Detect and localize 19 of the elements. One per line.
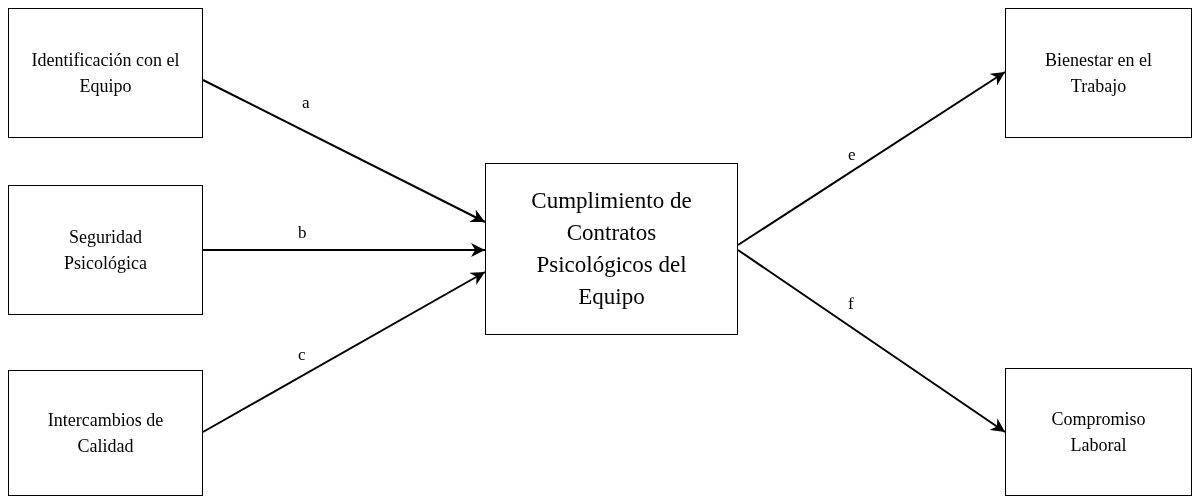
arrow — [202, 243, 486, 257]
node-text: Intercambios de Calidad — [46, 408, 165, 458]
process-box — [8, 185, 203, 315]
node-text: Cumplimiento de Contratos Psicológicos del Equipo — [530, 186, 693, 312]
process-box — [8, 370, 203, 496]
edge-label: b — [296, 224, 309, 241]
process-box — [1005, 8, 1192, 138]
process-box — [8, 8, 203, 138]
node-text: Bienestar en el Trabajo — [1044, 48, 1153, 98]
process-box — [485, 163, 738, 335]
arrow — [202, 271, 486, 433]
arrow — [737, 71, 1006, 246]
node-text: Seguridad Psicológica — [63, 225, 148, 275]
node-text: Compromiso Laboral — [1050, 407, 1147, 457]
edge-label: f — [846, 295, 856, 312]
node-text: Identificación con el Equipo — [30, 48, 181, 98]
arrow — [202, 79, 486, 223]
process-box — [1005, 368, 1192, 496]
arrow — [737, 249, 1006, 433]
